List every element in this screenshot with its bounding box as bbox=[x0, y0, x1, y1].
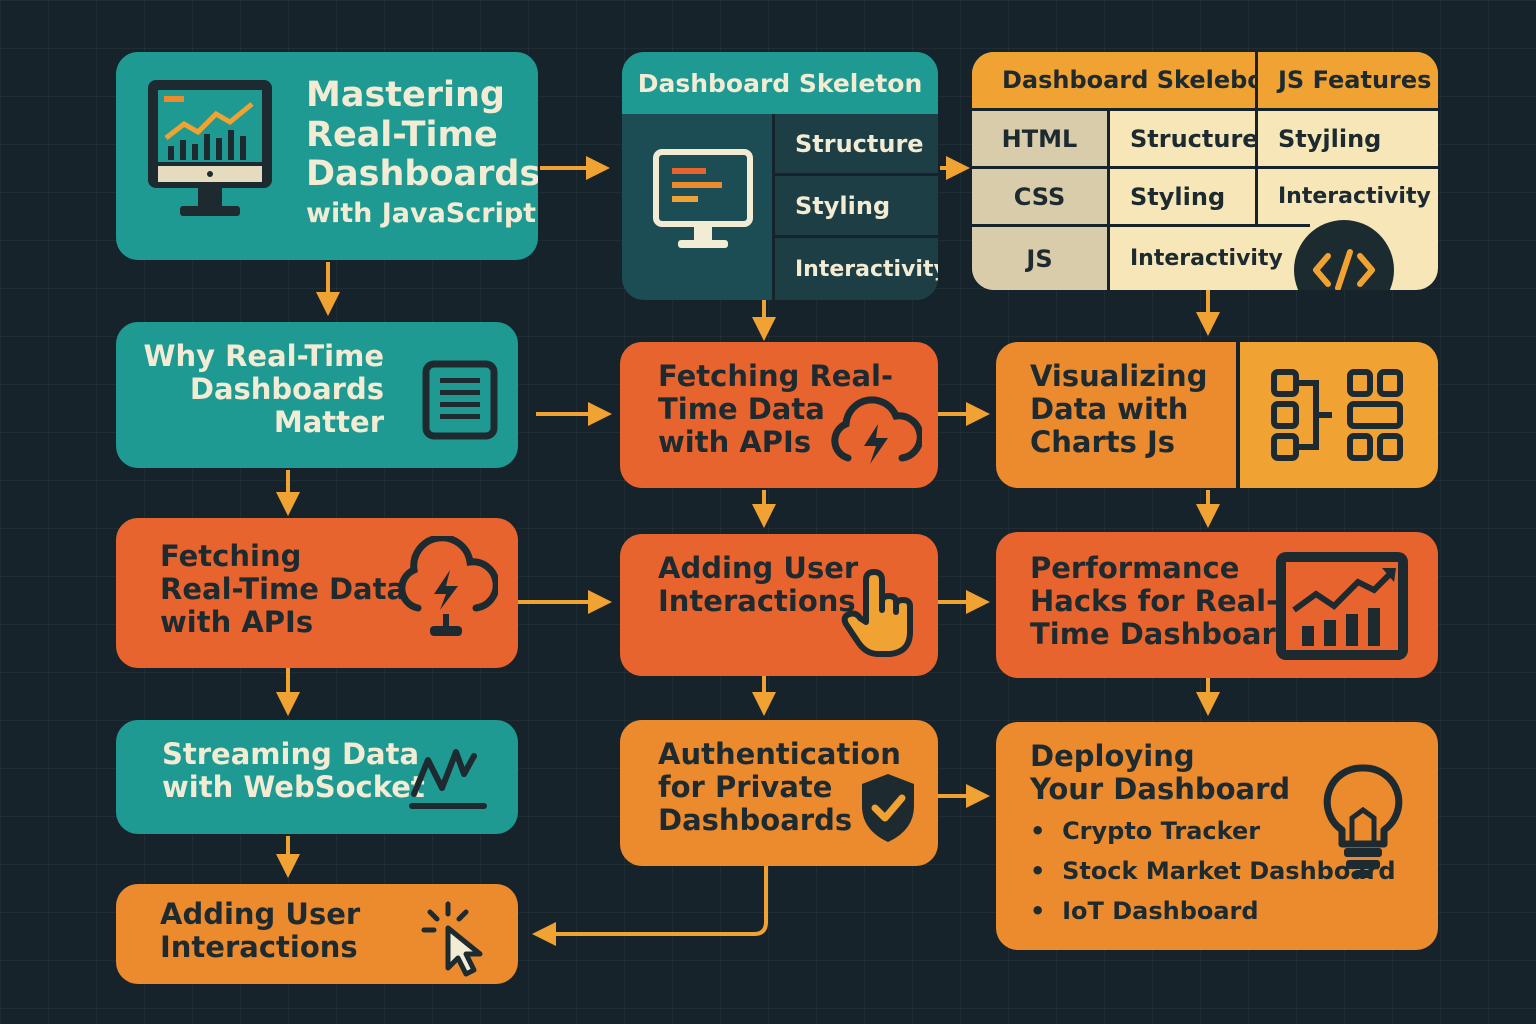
node-title: Visualizing Data with Charts Js bbox=[1030, 359, 1208, 459]
table-cell: JS bbox=[972, 224, 1110, 290]
node-fetching-mid: Fetching Real- Time Data with APIs bbox=[620, 342, 938, 488]
node-title: Fetching Real- Time Data with APIs bbox=[658, 359, 893, 459]
skeleton-row-interactivity: Interactivity bbox=[772, 238, 938, 300]
cloud-upload-icon bbox=[398, 536, 498, 636]
lightbulb-icon bbox=[1323, 764, 1403, 878]
hand-pointer-icon bbox=[841, 569, 913, 657]
skeleton-row-styling: Styling bbox=[772, 176, 938, 238]
node-title: Adding User Interactions bbox=[160, 897, 361, 964]
deploy-bullet-list: • Crypto Tracker • Stock Market Dashboar… bbox=[1030, 817, 1396, 938]
node-deploying: Deploying Your Dashboard • Crypto Tracke… bbox=[996, 722, 1438, 950]
table-cell: Interactivity bbox=[1110, 224, 1310, 290]
arrow-auth-to-interactions-bottom bbox=[532, 866, 768, 946]
monitor-chart-icon bbox=[148, 80, 272, 216]
node-adding-interactions-bottom: Adding User Interactions bbox=[116, 884, 518, 984]
node-streaming: Streaming Data with WebSocket bbox=[116, 720, 518, 834]
table-cell: Styjling bbox=[1258, 108, 1438, 166]
node-title: Performance Hacks for Real- Time Dashboa… bbox=[1030, 551, 1314, 651]
node-authentication: Authentication for Private Dashboards bbox=[620, 720, 938, 866]
table-cell: Structure bbox=[1110, 108, 1259, 166]
node-performance: Performance Hacks for Real- Time Dashboa… bbox=[996, 532, 1438, 678]
table-cell: CSS bbox=[972, 166, 1110, 224]
node-why-real-time: Why Real-Time Dashboards Matter bbox=[116, 322, 518, 468]
node-dashboard-skeleton: Dashboard Skeleton Structure Styling Int… bbox=[622, 52, 938, 300]
table-cell: HTML bbox=[972, 108, 1110, 166]
skeleton-header: Dashboard Skeleton bbox=[622, 52, 938, 114]
cursor-click-icon bbox=[421, 901, 483, 977]
list-item: • Stock Market Dashboard bbox=[1030, 857, 1396, 885]
table-cell: Styling bbox=[1110, 166, 1258, 224]
node-title: Authentication for Private Dashboards bbox=[658, 737, 901, 837]
list-item: • IoT Dashboard bbox=[1030, 897, 1259, 925]
node-title: Why Real-Time Dashboards Matter bbox=[143, 339, 384, 439]
wave-chart-icon bbox=[409, 749, 487, 809]
code-monitor-icon bbox=[653, 149, 753, 248]
node-title: Adding User Interactions bbox=[658, 551, 859, 618]
cloud-bolt-icon bbox=[831, 396, 922, 464]
trend-chart-icon bbox=[1276, 552, 1408, 660]
list-item: • Crypto Tracker bbox=[1030, 817, 1261, 845]
node-fetching-left: Fetching Real-Time Data with APIs bbox=[116, 518, 518, 668]
node-mastering: Mastering Real-Time Dashboards with Java… bbox=[116, 52, 538, 260]
node-title: Deploying Your Dashboard bbox=[1030, 739, 1291, 806]
document-list-icon bbox=[422, 360, 498, 440]
node-adding-interactions-mid: Adding User Interactions bbox=[620, 534, 938, 676]
node-title: Fetching Real-Time Data with APIs bbox=[160, 539, 407, 639]
visualizing-icon-panel bbox=[1236, 342, 1438, 488]
table-cell: Interactivity bbox=[1258, 166, 1438, 224]
node-features-table: Dashboard Skelebon JS Features HTML Stru… bbox=[972, 52, 1438, 290]
code-brackets-icon bbox=[1294, 220, 1394, 290]
node-title: Mastering Real-Time Dashboards with Java… bbox=[306, 75, 538, 229]
table-header-js-features: JS Features bbox=[1258, 52, 1438, 108]
shield-check-icon bbox=[862, 774, 914, 842]
skeleton-row-structure: Structure bbox=[772, 114, 938, 176]
node-title: Streaming Data with WebSocket bbox=[162, 737, 425, 804]
node-visualizing: Visualizing Data with Charts Js bbox=[996, 342, 1438, 488]
flowchart-grid-icon bbox=[1271, 369, 1403, 461]
table-header-skeleton: Dashboard Skelebon bbox=[972, 52, 1281, 108]
